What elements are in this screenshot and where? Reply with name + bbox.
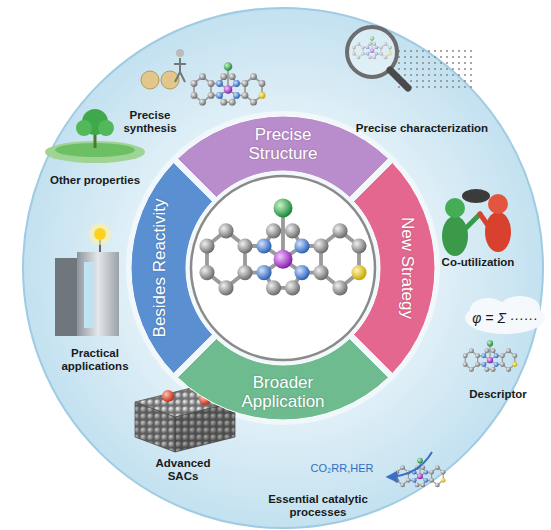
segment-label-box: Broader Application xyxy=(233,373,333,411)
callout-label: Co-utilization xyxy=(428,256,528,269)
segment-shape xyxy=(131,116,435,420)
segment-title: Broader Application xyxy=(233,373,333,411)
characterization-illustration xyxy=(347,27,475,90)
center-molecule xyxy=(199,199,366,296)
device-illustration xyxy=(55,223,119,336)
ring-segment: Precise Structure xyxy=(131,116,435,420)
sac-block xyxy=(135,387,235,452)
callout-label: CO₂RR,HER xyxy=(292,462,392,475)
process-arrow xyxy=(388,452,432,477)
callout-label: Other properties xyxy=(40,174,150,187)
segment-arc xyxy=(177,338,388,420)
synthesis-illustration xyxy=(141,49,265,106)
co-utilization-illustration xyxy=(442,189,511,256)
ring-segment: Broader Application xyxy=(131,116,435,420)
callout-label: Practical applications xyxy=(54,347,136,373)
callout-label: Descriptor xyxy=(453,388,543,401)
descriptor-molecule xyxy=(463,340,518,372)
segment-shape xyxy=(131,116,435,420)
segment-arc xyxy=(131,162,213,373)
segment-shape xyxy=(131,116,435,420)
segment-title: New Strategy xyxy=(398,183,417,353)
outer-disc xyxy=(23,8,543,528)
segment-label-box: New Strategy xyxy=(398,183,417,353)
callout-label: φ = Σ ······ xyxy=(460,310,550,326)
callout-label: Precise characterization xyxy=(347,122,497,135)
process-molecule xyxy=(394,458,445,488)
ring-segment: Besides Reactivity xyxy=(131,116,435,420)
segment-label-box: Besides Reactivity xyxy=(150,183,169,353)
callout-label: Advanced SACs xyxy=(148,457,218,483)
segment-shape xyxy=(131,116,435,420)
segment-arc xyxy=(353,162,435,373)
ring-halo xyxy=(126,111,440,425)
segment-title: Besides Reactivity xyxy=(150,183,169,353)
callout-label: Precise synthesis xyxy=(119,109,181,135)
ring-segment: New Strategy xyxy=(131,116,435,420)
center-circle xyxy=(191,176,375,360)
callout-label: Essential catalytic processes xyxy=(260,493,376,519)
segment-title: Precise Structure xyxy=(237,125,329,163)
segment-label-box: Precise Structure xyxy=(237,125,329,163)
